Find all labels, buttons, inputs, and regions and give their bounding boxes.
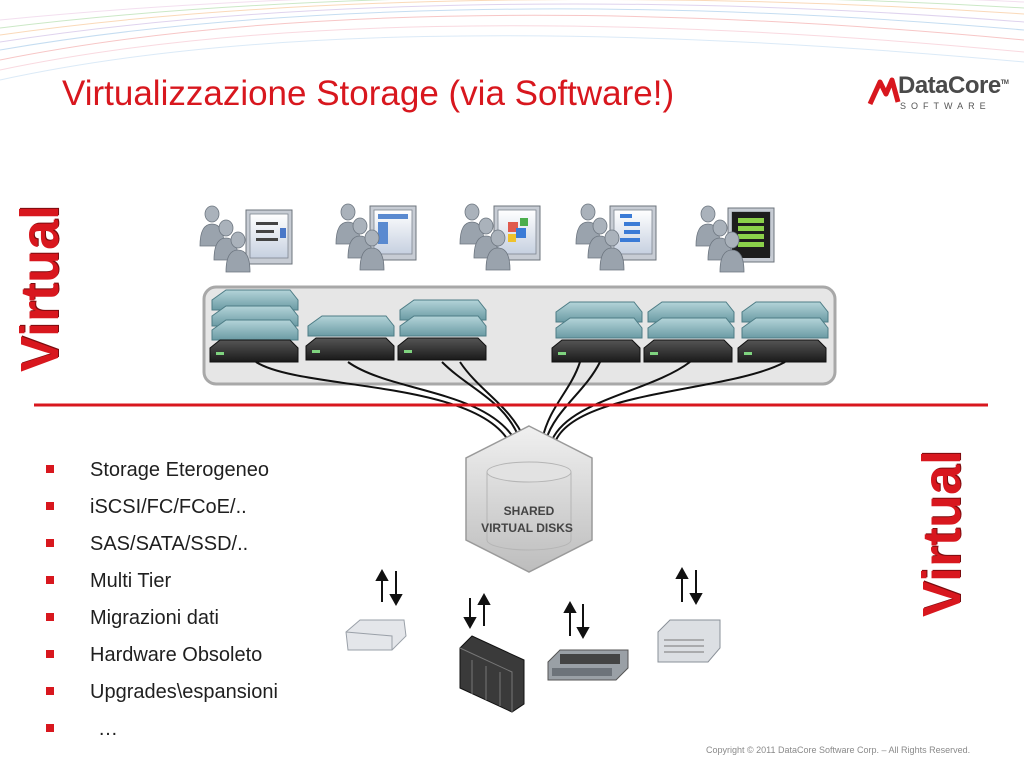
server-1: [209, 289, 299, 363]
storage-device-array: [547, 649, 629, 681]
server-5: [643, 301, 735, 363]
feature-bullet-list: Storage Eterogeneo iSCSI/FC/FCoE/.. SAS/…: [46, 455, 278, 751]
bullet-text: Migrazioni dati: [90, 607, 219, 629]
server-6: [737, 301, 829, 363]
bullet-icon: [46, 687, 54, 695]
bullet-item: Storage Eterogeneo: [46, 455, 278, 492]
page-title: Virtualizzazione Storage (via Software!): [62, 74, 675, 113]
bullet-text: Upgrades\espansioni: [90, 681, 278, 703]
bullet-item: …: [46, 714, 278, 751]
bullet-item: Multi Tier: [46, 566, 278, 603]
bullet-item: Hardware Obsoleto: [46, 640, 278, 677]
bullet-icon: [46, 502, 54, 510]
io-arrows: [375, 566, 703, 640]
bullet-icon: [46, 724, 54, 732]
header-swoosh: [0, 0, 1024, 81]
bullet-text: Storage Eterogeneo: [90, 459, 270, 481]
user-group-1: [199, 205, 293, 273]
user-group-3: [459, 203, 541, 271]
bullet-icon: [46, 539, 54, 547]
bullet-item: Migrazioni dati: [46, 603, 278, 640]
server-2: [305, 315, 395, 361]
bullet-item: Upgrades\espansioni: [46, 677, 278, 714]
user-group-5: [695, 205, 775, 273]
logo-name-text: DataCore: [898, 72, 1001, 99]
arrow-pair-2: [463, 592, 491, 630]
logo-trademark: TM: [1000, 80, 1009, 86]
user-group-4: [575, 203, 657, 271]
datacore-logo-icon: [867, 77, 901, 106]
user-group-2: [335, 203, 417, 271]
bullet-text: Multi Tier: [90, 570, 172, 592]
bullet-icon: [46, 576, 54, 584]
arrow-pair-3: [563, 600, 590, 640]
bullet-text: …: [98, 718, 118, 740]
bullet-icon: [46, 465, 54, 473]
bullet-item: iSCSI/FC/FCoE/..: [46, 492, 278, 529]
storage-device-rack: [459, 635, 525, 713]
shared-virtual-disk-icon: [465, 425, 593, 573]
copyright-footer: Copyright © 2011 DataCore Software Corp.…: [706, 745, 971, 755]
bullet-text: Hardware Obsoleto: [90, 644, 263, 666]
logo-name: DataCoreTM: [898, 72, 1009, 100]
bullet-item: SAS/SATA/SSD/..: [46, 529, 278, 566]
arrow-pair-4: [675, 566, 703, 606]
server-cluster-panel: [202, 285, 837, 386]
storage-device-nas: [345, 619, 407, 651]
fc-cables: [255, 361, 786, 441]
virtual-label-right: Virtual: [912, 449, 972, 617]
bullet-text: iSCSI/FC/FCoE/..: [90, 496, 247, 518]
bullet-icon: [46, 650, 54, 658]
storage-device-server: [657, 619, 721, 663]
server-4: [551, 301, 643, 363]
bullet-icon: [46, 613, 54, 621]
disk-label-line1: SHARED: [504, 504, 555, 518]
disk-label-line2: VIRTUAL DISKS: [481, 521, 573, 535]
bullet-text: SAS/SATA/SSD/..: [90, 533, 249, 555]
server-3: [397, 299, 487, 361]
arrow-pair-1: [375, 568, 403, 607]
logo-subtitle: SOFTWARE: [900, 101, 991, 111]
virtual-label-left: Virtual: [10, 204, 70, 372]
